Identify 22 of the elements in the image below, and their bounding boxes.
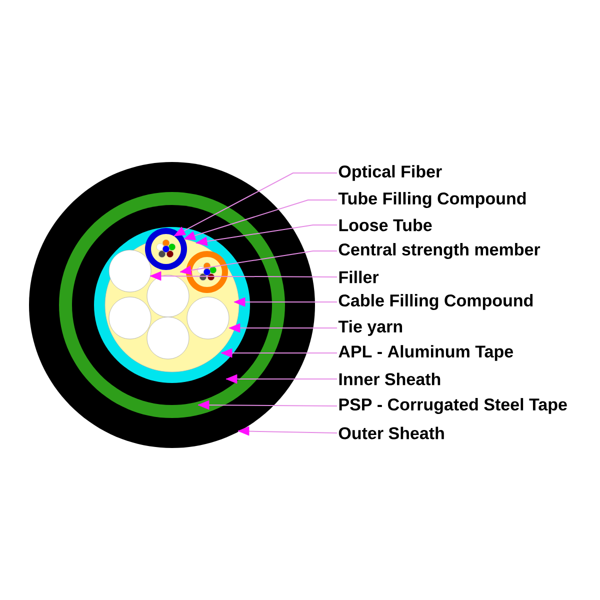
leader-line (174, 172, 338, 236)
callout-label: PSP - Corrugated Steel Tape (339, 398, 567, 414)
leader-line (180, 250, 338, 275)
callout-label: APL - Aluminum Tape (338, 345, 513, 361)
leader-line (228, 323, 338, 333)
leader-line (220, 348, 338, 358)
callout-label: Outer Sheath (338, 426, 444, 440)
callout-label: Inner Sheath (339, 372, 440, 386)
leader-line (234, 297, 338, 307)
callout-label: Central strength member (338, 243, 540, 259)
callout-label: Tube Filling Compound (338, 192, 526, 208)
callout-label: Loose Tube (339, 218, 432, 232)
leader-line (150, 271, 338, 281)
leader-line (226, 374, 338, 384)
callout-label: Cable Filling Compound (338, 294, 533, 310)
callout-label: Optical Fiber (338, 165, 442, 181)
leader-line (198, 400, 338, 410)
callout-label: Filler (339, 270, 379, 284)
callout-label: Tie yarn (338, 320, 402, 336)
leader-line (238, 426, 338, 436)
leader-line (184, 200, 338, 240)
leader-line (196, 224, 338, 246)
